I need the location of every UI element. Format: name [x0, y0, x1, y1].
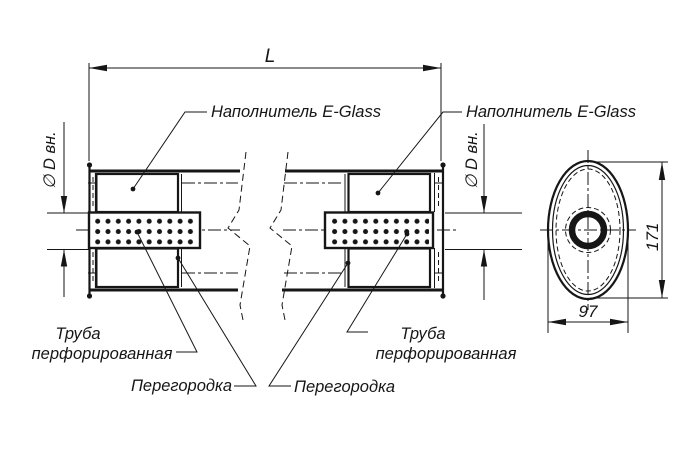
arrow-down [480, 196, 488, 213]
pipe-right-label-line2: перфорированная [376, 345, 517, 363]
label-pipe-right: Труба перфорированная [346, 231, 517, 363]
end-view: 171 97 [540, 150, 668, 333]
width-dimension-label: 97 [579, 302, 598, 321]
baffle-lines [181, 174, 346, 287]
baffle-right-label: Перегородка [294, 378, 395, 396]
dimension-length-label: L [265, 46, 276, 67]
arrow-up [60, 249, 68, 267]
pipe-left-label-line2: перфорированная [32, 345, 173, 363]
dimension-inner-diameter-right: ∅ D вн. [445, 124, 522, 300]
pipe-hole [568, 210, 608, 250]
right-end-cap [434, 162, 446, 299]
arrow-left [548, 318, 566, 326]
perforated-pipe-left [87, 211, 202, 250]
filler-right-label: Наполнитель E-Glass [466, 103, 636, 121]
inner-diameter-left-label: ∅ D вн. [41, 131, 59, 189]
dimension-length: L [88, 46, 442, 161]
arrow-up [480, 249, 488, 267]
arrow-right [610, 318, 628, 326]
arrow-down [658, 280, 666, 298]
arrow-left [89, 64, 107, 72]
main-section-view [76, 151, 458, 321]
label-filler-right: Наполнитель E-Glass [375, 103, 636, 196]
height-dimension-label: 171 [643, 223, 662, 251]
break-lines [227, 151, 293, 321]
dimension-inner-diameter-left: ∅ D вн. [41, 122, 90, 297]
arrow-up [658, 162, 666, 180]
label-filler-left: Наполнитель E-Glass [130, 103, 381, 192]
pipe-right-label-line1: Труба [400, 325, 445, 343]
arrow-down [60, 196, 68, 213]
label-baffle-left: Перегородка [131, 255, 257, 395]
filler-left-label: Наполнитель E-Glass [211, 103, 381, 121]
label-pipe-left: Труба перфорированная [32, 229, 198, 363]
perforated-pipe-right [323, 211, 435, 250]
shell-outline [90, 169, 443, 292]
label-baffle-right: Перегородка [268, 260, 395, 396]
pipe-left-label-line1: Труба [55, 325, 100, 343]
dimension-width-97: 97 [547, 234, 629, 333]
baffle-left-label: Перегородка [131, 377, 232, 395]
inner-diameter-right-label: ∅ D вн. [463, 131, 481, 189]
dimension-height-171: 171 [590, 161, 668, 299]
arrow-right [423, 64, 441, 72]
